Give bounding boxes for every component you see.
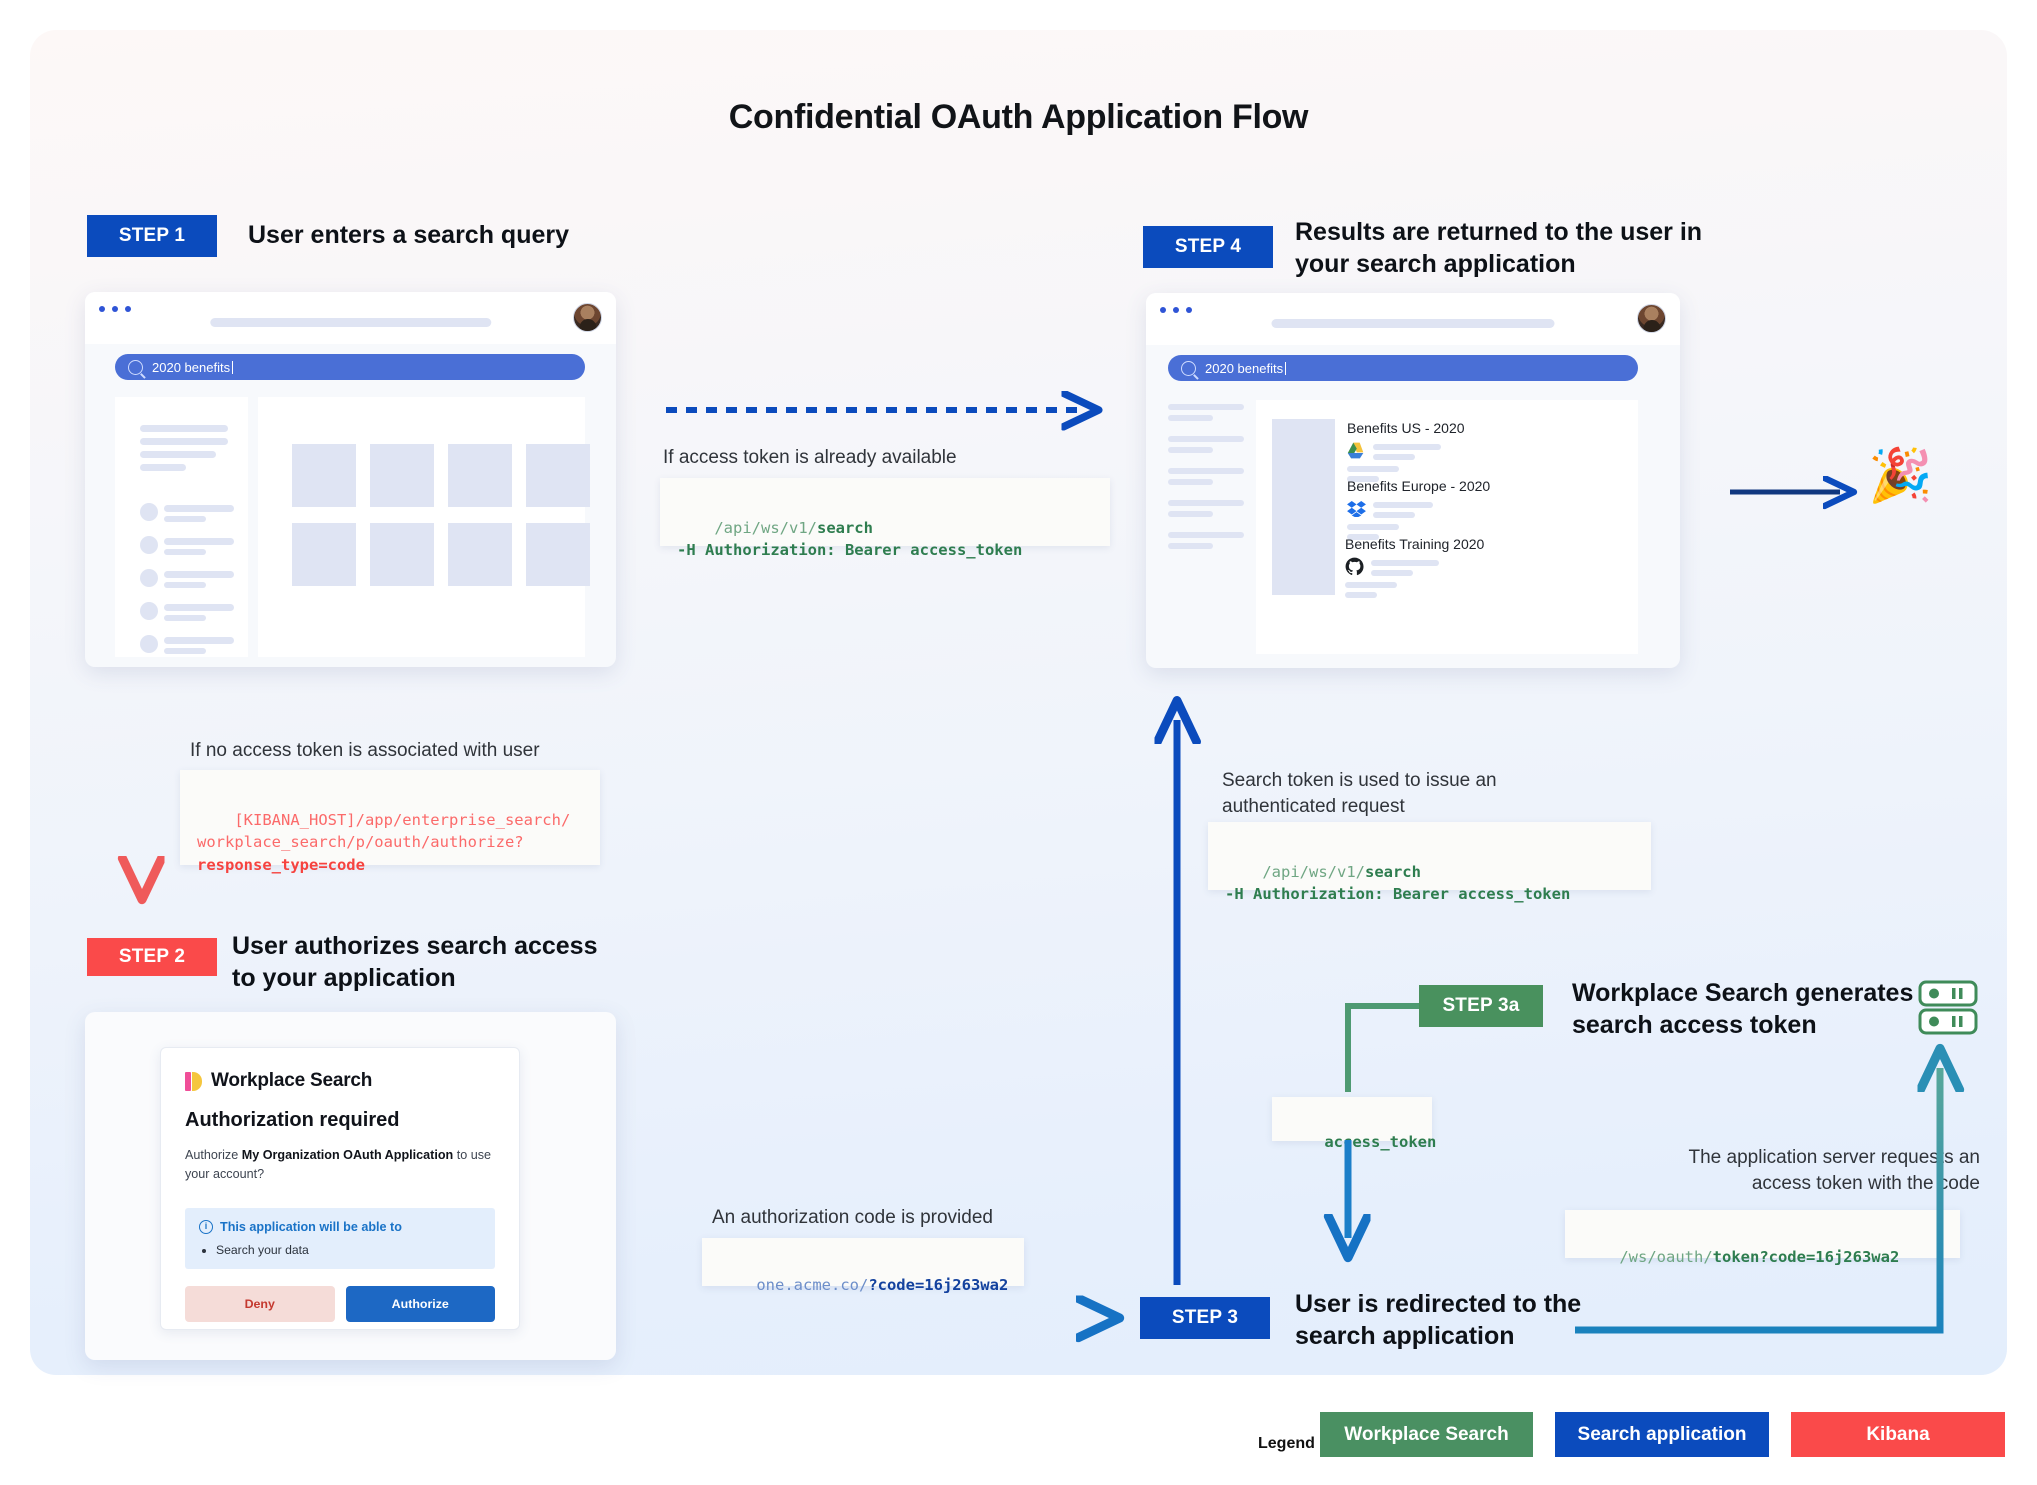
kibana-url-line3: response_type=code: [197, 855, 365, 874]
authorization-heading: Authorization required: [185, 1109, 400, 1131]
result-title: Benefits Training 2020: [1345, 536, 1485, 552]
callout-title: This application will be able to: [220, 1219, 402, 1234]
step-4-heading: Results are returned to the user in your…: [1295, 216, 1702, 280]
authorization-card: Workplace Search Authorization required …: [160, 1047, 520, 1330]
legend-item-workplace-search: Workplace Search: [1320, 1412, 1533, 1457]
browser-chrome-bar-2: [1146, 293, 1680, 345]
result-title: Benefits Europe - 2020: [1347, 478, 1491, 494]
text-caret-2: [1285, 361, 1287, 375]
authorize-button[interactable]: Authorize: [345, 1285, 495, 1322]
code-search-api-bottom: /api/ws/v1/search -H Authorization: Bear…: [1208, 822, 1651, 903]
step-2-heading: User authorizes search access to your ap…: [232, 930, 598, 994]
search-icon-2: [1181, 360, 1196, 376]
code-path-bold-2: search: [1364, 862, 1421, 881]
window-dots-icon-2: [1160, 307, 1192, 313]
search-app-mock-step4: 2020 benefits Benefits US - 2020: [1146, 293, 1680, 668]
facets-panel: [115, 397, 248, 657]
permission-item: Search your data: [216, 1243, 481, 1257]
code-header-line: -H Authorization: Bearer access_token: [677, 541, 1023, 560]
step-1-heading: User enters a search query: [248, 221, 570, 249]
authorization-actions: Deny Authorize: [185, 1285, 495, 1322]
deny-button[interactable]: Deny: [185, 1285, 335, 1322]
page-title: Confidential OAuth Application Flow: [728, 98, 1309, 136]
legend-item-kibana: Kibana: [1791, 1412, 2005, 1457]
results-grid-panel: [258, 397, 590, 657]
step-2-badge: STEP 2: [87, 938, 217, 976]
code-search-api-top: /api/ws/v1/search -H Authorization: Bear…: [660, 478, 1110, 559]
note-server-line2: access token with the code: [1751, 1172, 1980, 1194]
note-search-token-line2: authenticated request: [1222, 795, 1405, 817]
permissions-list: Search your data: [199, 1243, 481, 1257]
browser-chrome-bar: [85, 292, 616, 344]
dropbox-icon: [1347, 500, 1366, 517]
access-token-label: access_token: [1324, 1132, 1437, 1151]
step-4-heading-line2: your search application: [1295, 250, 1576, 278]
step-3-heading: User is redirected to the search applica…: [1295, 1288, 1581, 1352]
token-request-path: /ws/oauth/: [1619, 1247, 1713, 1266]
user-avatar: [573, 303, 602, 332]
code-kibana-authorize: [KIBANA_HOST]/app/enterprise_search/ wor…: [180, 770, 600, 874]
callout-heading: i This application will be able to: [199, 1219, 481, 1234]
body-pre: Authorize: [185, 1148, 242, 1162]
note-server-requests: The application server requests an acces…: [1560, 1145, 1981, 1196]
kibana-url-line1: [KIBANA_HOST]/app/enterprise_search/: [234, 810, 571, 829]
kibana-url-line2: workplace_search/p/oauth/authorize?: [197, 833, 524, 852]
user-avatar-2: [1637, 304, 1666, 333]
body-post: to use your account?: [185, 1148, 492, 1181]
code-path-dim: /api/ws/v1/: [714, 518, 817, 537]
note-search-token: Search token is used to issue an authent…: [1222, 768, 1497, 819]
github-icon: [1345, 557, 1364, 576]
search-query-text: 2020 benefits: [152, 359, 231, 375]
note-token-available: If access token is already available: [663, 447, 957, 468]
step-3a-heading-line2: search access token: [1572, 1011, 1817, 1039]
step-3a-badge: STEP 3a: [1419, 985, 1543, 1027]
note-search-token-line1: Search token is used to issue an: [1222, 770, 1497, 791]
google-drive-icon: [1347, 442, 1364, 459]
info-icon: i: [199, 1219, 213, 1234]
result-title: Benefits US - 2020: [1347, 420, 1465, 436]
search-icon: [128, 359, 143, 375]
product-name: Workplace Search: [211, 1070, 373, 1091]
legend-item-search-application: Search application: [1555, 1412, 1769, 1457]
url-bar-placeholder: [209, 318, 492, 327]
token-request-query: token?code=16j263wa2: [1712, 1247, 1900, 1266]
search-input-step1[interactable]: 2020 benefits: [115, 354, 585, 380]
step-3-badge: STEP 3: [1140, 1297, 1270, 1339]
note-no-token: If no access token is associated with us…: [190, 740, 540, 761]
url-bar-placeholder-2: [1271, 319, 1555, 328]
step-3a-heading-line1: Workplace Search generates: [1572, 979, 1914, 1007]
body-app-name: My Organization OAuth Application: [241, 1148, 454, 1162]
step-2-heading-line2: to your application: [232, 964, 456, 992]
workplace-search-logo: Workplace Search: [185, 1070, 495, 1092]
step-4-badge: STEP 4: [1143, 226, 1273, 268]
step-3-heading-line2: search application: [1295, 1322, 1515, 1350]
step-2-heading-line1: User authorizes search access: [232, 932, 598, 960]
step-3a-heading: Workplace Search generates search access…: [1572, 977, 1913, 1041]
permissions-callout: i This application will be able to Searc…: [185, 1207, 495, 1269]
code-header-line-2: -H Authorization: Bearer access_token: [1225, 885, 1571, 904]
elastic-mark-icon: [185, 1071, 202, 1091]
search-input-step4[interactable]: 2020 benefits: [1168, 355, 1638, 381]
redirect-code: ?code=16j263wa2: [868, 1275, 1009, 1294]
window-dots-icon: [99, 306, 131, 312]
authorization-body: Authorize My Organization OAuth Applicat…: [185, 1146, 495, 1184]
access-token-chip: access_token: [1272, 1097, 1436, 1151]
search-query-text-2: 2020 benefits: [1205, 360, 1284, 376]
code-redirect-url: one.acme.co/?code=16j263wa2: [702, 1238, 1024, 1294]
party-popper-icon: 🎉: [1868, 447, 1933, 505]
code-path-bold: search: [816, 518, 873, 537]
search-app-mock-step1: 2020 benefits: [85, 292, 616, 667]
authorization-page-mock: Workplace Search Authorization required …: [85, 1012, 616, 1360]
redirect-host: one.acme.co/: [756, 1275, 869, 1294]
note-server-line1: The application server requests an: [1688, 1147, 1981, 1168]
step-3-heading-line1: User is redirected to the: [1295, 1290, 1582, 1318]
results-list-panel: Benefits US - 2020 Benefits Europe - 202…: [1256, 400, 1638, 654]
legend-label: Legend: [1258, 1435, 1315, 1452]
step-1-badge: STEP 1: [87, 215, 217, 257]
text-caret: [232, 360, 234, 374]
code-token-request: /ws/oauth/token?code=16j263wa2: [1565, 1210, 1960, 1266]
note-auth-code: An authorization code is provided: [712, 1207, 993, 1228]
code-path-dim-2: /api/ws/v1/: [1262, 862, 1365, 881]
step-4-heading-line1: Results are returned to the user in: [1295, 218, 1703, 246]
